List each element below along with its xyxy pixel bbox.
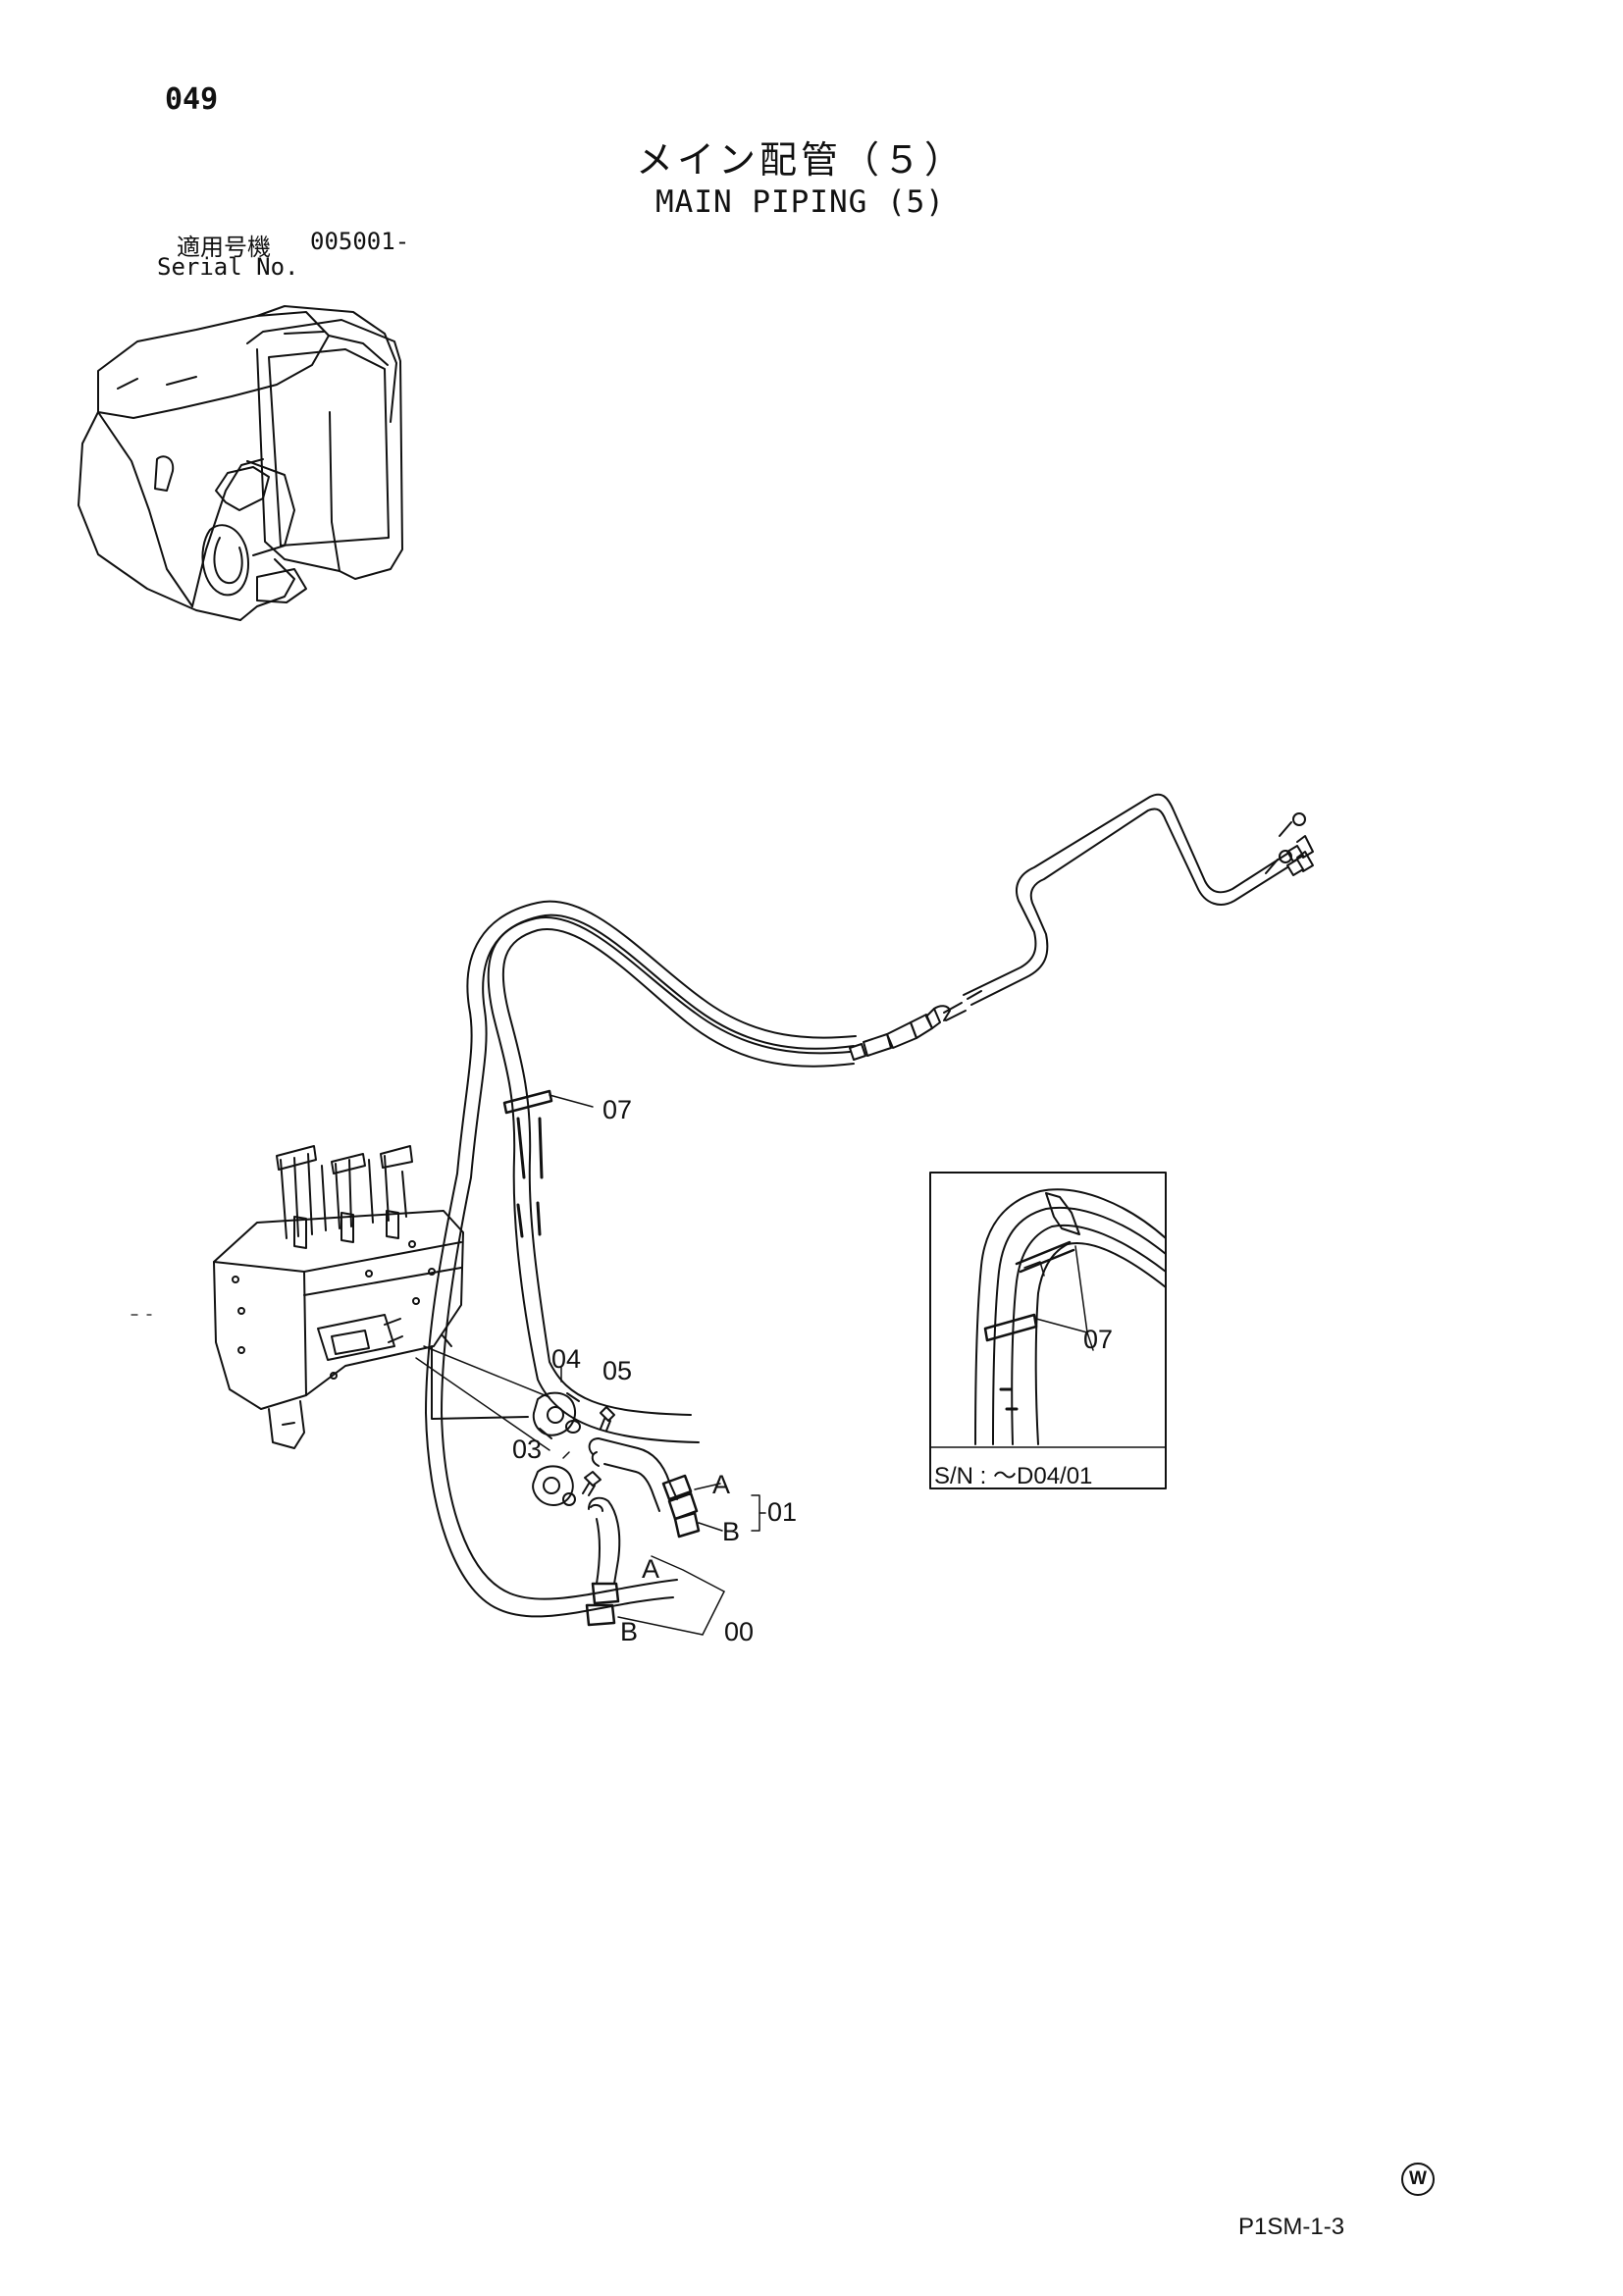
callout-b-upper: B [722,1517,741,1546]
inset-serial-range: S/N : ～D04/01 [934,1463,1093,1489]
w-mark-icon: W [1401,2163,1435,2196]
detail-inset [929,1172,1167,1489]
main-hose-assembly [425,900,857,1618]
hose-ferrules [585,1474,701,1627]
callout-leaders [560,1367,766,1636]
callout-00: 00 [724,1617,755,1646]
serial-label-english: Serial No. [157,253,299,281]
inset-callout-07: 07 [1083,1325,1114,1354]
page-number: 049 [165,82,219,117]
callout-05: 05 [602,1356,633,1385]
flange-parts [532,1391,678,1585]
page-title-english: MAIN PIPING (5) [655,184,945,220]
hose-end-fittings [849,990,982,1061]
page-code: P1SM-1-3 [1238,2214,1345,2240]
steel-pipe-lines [963,793,1314,1006]
callout-03: 03 [512,1435,543,1464]
callout-b-lower: B [620,1617,639,1646]
serial-label-japanese: 適用号機 [177,234,271,261]
machine-overview-illustration [78,305,403,621]
callout-07: 07 [602,1095,633,1124]
callout-04: 04 [551,1344,582,1374]
control-valve-block [213,1145,529,1449]
serial-number-value: 005001- [310,228,410,255]
page-title-japanese: メイン配管（５） [636,138,967,182]
callout-01: 01 [767,1497,798,1527]
callout-a-upper: A [712,1470,731,1499]
hose-clamp-07 [502,1089,594,1115]
callout-a-lower: A [642,1554,660,1584]
